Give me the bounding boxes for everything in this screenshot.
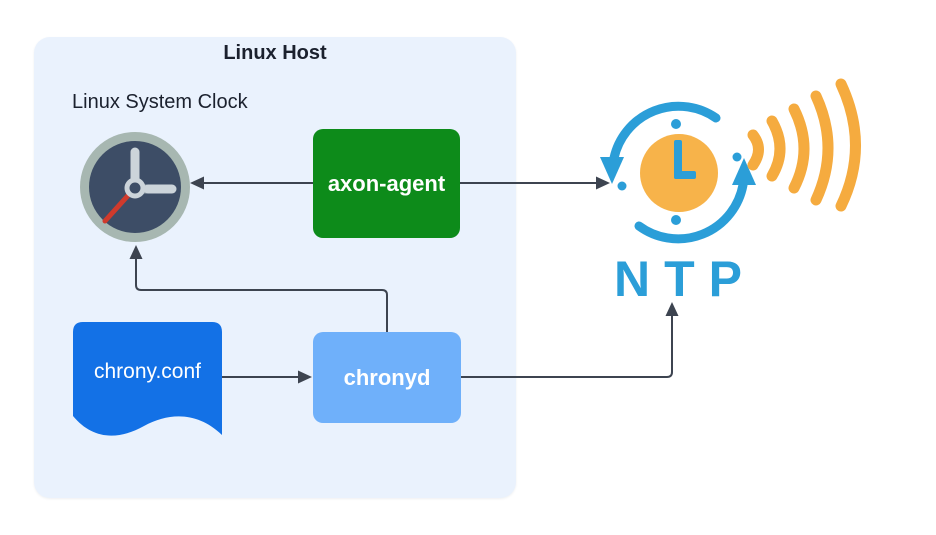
chrony-conf-label: chrony.conf — [94, 360, 201, 383]
system-clock-icon — [80, 132, 190, 242]
arrow-chronyd-to-ntp — [461, 302, 679, 378]
arrow-chrony-conf-to-chronyd — [222, 370, 312, 384]
arrow-chronyd-to-clock — [129, 245, 388, 332]
node-chronyd: chronyd — [313, 332, 461, 423]
linux-host-title: Linux Host — [223, 42, 327, 64]
ntp-wordmark: NTP — [614, 251, 756, 307]
axon-agent-label: axon-agent — [327, 170, 446, 196]
arrow-axon-agent-to-ntp — [460, 176, 610, 190]
ntp-logo-icon — [600, 101, 756, 244]
chronyd-label: chronyd — [343, 364, 431, 390]
linux-system-clock-label: Linux System Clock — [72, 91, 248, 113]
signal-waves-icon — [747, 78, 861, 212]
chrony-conf-document-shape — [73, 322, 222, 436]
arrow-axon-agent-to-clock — [190, 176, 313, 190]
node-axon-agent: axon-agent — [313, 129, 460, 238]
